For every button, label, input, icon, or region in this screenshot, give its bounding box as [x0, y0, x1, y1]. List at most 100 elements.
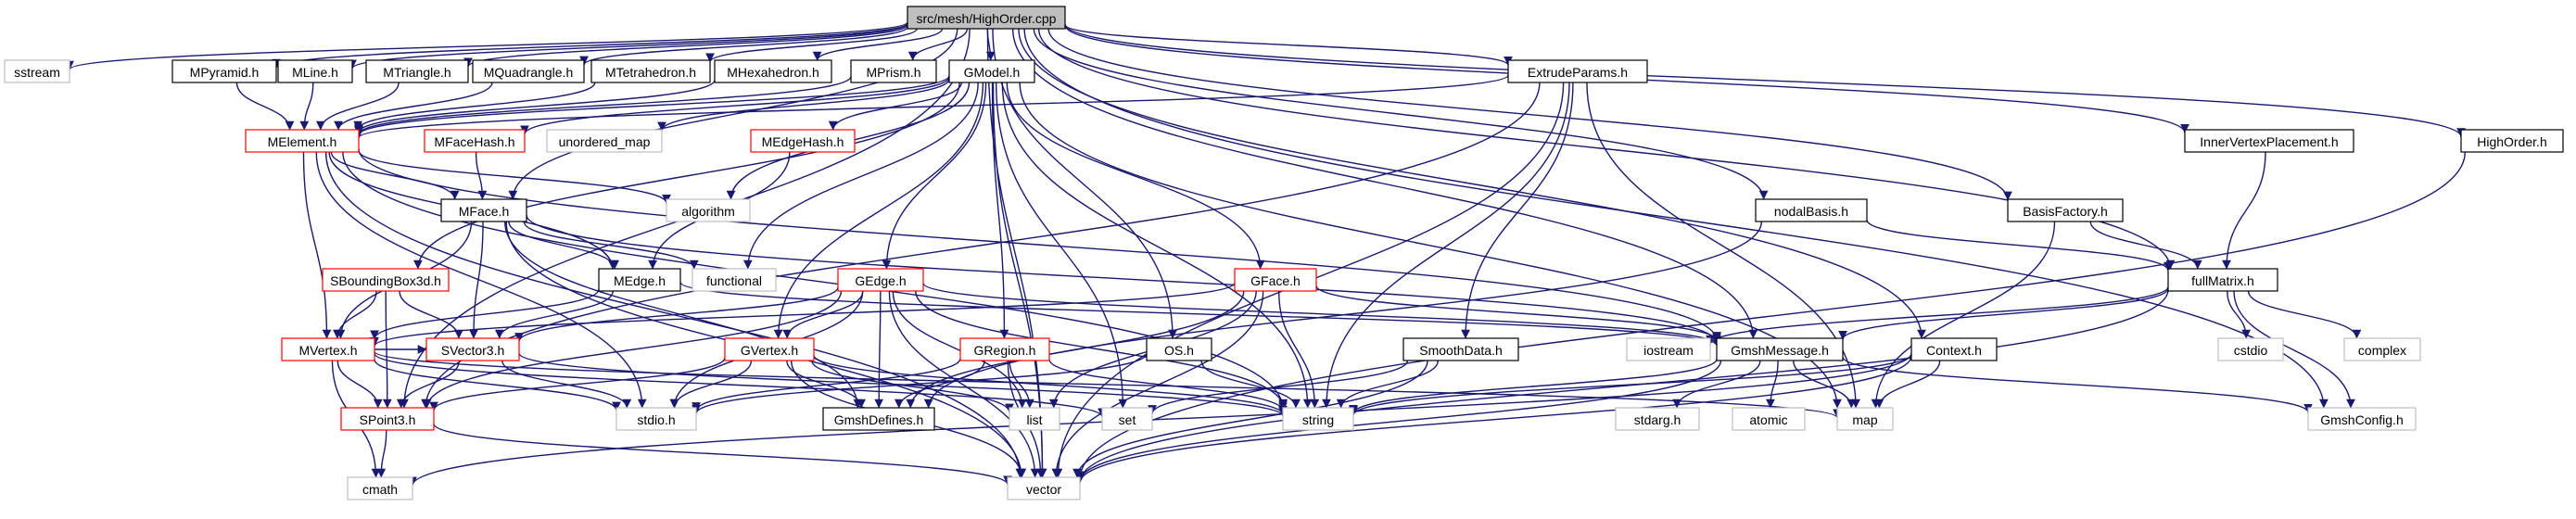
node-spoint3[interactable]: SPoint3.h	[340, 407, 435, 431]
edge-medge-to-svector3	[494, 290, 614, 339]
node-box-mtriangle[interactable]	[365, 59, 469, 83]
node-mquadrangle[interactable]: MQuadrangle.h	[472, 59, 585, 83]
node-box-nodalbasis[interactable]	[1755, 198, 1868, 222]
edge-mvertex-to-spoint3	[336, 360, 383, 409]
node-gvertex[interactable]: GVertex.h	[724, 337, 815, 361]
node-box-functional	[692, 268, 777, 292]
node-box-spoint3[interactable]	[340, 407, 435, 431]
node-smoothdata[interactable]: SmoothData.h	[1402, 337, 1519, 361]
edge-gregion-to-gmshdefines	[894, 360, 985, 409]
node-svector3[interactable]: SVector3.h	[425, 337, 520, 361]
node-box-mquadrangle[interactable]	[472, 59, 585, 83]
node-box-gvertex[interactable]	[724, 337, 815, 361]
edge-gedge-to-string	[915, 290, 1288, 409]
node-box-gregion[interactable]	[959, 337, 1050, 361]
node-box-basisfactory[interactable]	[2007, 198, 2124, 222]
node-gedge[interactable]: GEdge.h	[837, 268, 924, 292]
node-box-gedge[interactable]	[837, 268, 924, 292]
node-box-sboundingbox[interactable]	[322, 268, 450, 292]
node-sboundingbox[interactable]: SBoundingBox3d.h	[322, 268, 450, 292]
node-box-mvertex[interactable]	[281, 337, 375, 361]
node-label-mprism: MPrism.h	[866, 65, 920, 80]
node-root[interactable]: src/mesh/HighOrder.cpp	[907, 6, 1066, 30]
node-mpyramid[interactable]: MPyramid.h	[171, 59, 277, 83]
node-box-mline[interactable]	[277, 59, 353, 83]
edge-root-to-mquadrangle	[579, 26, 908, 66]
node-label-gmshdefines: GmshDefines.h	[834, 412, 923, 427]
node-mvertex[interactable]: MVertex.h	[281, 337, 375, 361]
node-mtriangle[interactable]: MTriangle.h	[365, 59, 469, 83]
node-gregion[interactable]: GRegion.h	[959, 337, 1050, 361]
node-label-mtriangle: MTriangle.h	[383, 65, 450, 80]
edge-fullmatrix-to-iostream	[1706, 286, 2169, 345]
node-box-melement[interactable]	[245, 129, 360, 153]
node-mline[interactable]: MLine.h	[277, 59, 353, 83]
node-box-mfacehash[interactable]	[424, 129, 526, 153]
node-box-context[interactable]	[1910, 337, 1998, 361]
node-gface[interactable]: GFace.h	[1234, 268, 1317, 292]
edge-fullmatrix-to-vector	[1075, 289, 2169, 483]
edge-root-to-mpyramid	[272, 22, 908, 69]
node-fullmatrix[interactable]: fullMatrix.h	[2167, 268, 2278, 292]
node-gmshmessage[interactable]: GmshMessage.h	[1716, 337, 1844, 361]
node-mtetrahedron[interactable]: MTetrahedron.h	[590, 59, 711, 83]
node-basisfactory[interactable]: BasisFactory.h	[2007, 198, 2124, 222]
node-box-medgehash[interactable]	[750, 129, 856, 153]
node-box-extrudeparams[interactable]	[1507, 59, 1648, 83]
node-melement[interactable]: MElement.h	[245, 129, 360, 153]
edge-gedge-to-gmshmessage	[922, 282, 1721, 346]
edge-nodalbasis-to-fullmatrix	[1866, 219, 2173, 272]
edge-mquadrangle-to-melement	[334, 82, 493, 131]
node-box-algorithm	[666, 198, 751, 222]
node-medge[interactable]: MEdge.h	[598, 268, 681, 292]
node-box-gmshmessage[interactable]	[1716, 337, 1844, 361]
node-cmath: cmath	[347, 476, 413, 500]
node-box-svector3[interactable]	[425, 337, 520, 361]
node-highorder[interactable]: HighOrder.h	[2460, 129, 2564, 153]
edge-root-to-mface	[508, 28, 958, 200]
edge-fullmatrix-to-gmshmessage	[1838, 287, 2169, 340]
node-mhexahedron[interactable]: MHexahedron.h	[714, 59, 832, 83]
edge-mvertex-to-stdio	[374, 359, 621, 411]
node-map: map	[1836, 407, 1894, 431]
node-gmodel[interactable]: GModel.h	[948, 59, 1035, 83]
node-box-gmodel[interactable]	[948, 59, 1035, 83]
node-gmshdefines[interactable]: GmshDefines.h	[822, 407, 935, 431]
node-box-gface[interactable]	[1234, 268, 1317, 292]
node-label-stdarg: stdarg.h	[1634, 412, 1681, 427]
edge-gmodel-to-string	[1001, 82, 1313, 409]
node-medgehash[interactable]: MEdgeHash.h	[750, 129, 856, 153]
node-box-mpyramid[interactable]	[171, 59, 277, 83]
edge-context-to-map	[1874, 360, 1941, 409]
node-box-set	[1101, 407, 1153, 431]
node-box-highorder[interactable]	[2460, 129, 2564, 153]
node-label-cstdio: cstdio	[2234, 343, 2268, 358]
node-osh[interactable]: OS.h	[1146, 337, 1212, 361]
node-box-mtetrahedron[interactable]	[590, 59, 711, 83]
node-context[interactable]: Context.h	[1910, 337, 1998, 361]
node-nodalbasis[interactable]: nodalBasis.h	[1755, 198, 1868, 222]
node-mfacehash[interactable]: MFaceHash.h	[424, 129, 526, 153]
node-box-mprism[interactable]	[850, 59, 937, 83]
node-mface[interactable]: MFace.h	[440, 198, 527, 222]
node-mprism[interactable]: MPrism.h	[850, 59, 937, 83]
edge-gmshmessage-to-string	[1349, 358, 1718, 414]
node-box-mface[interactable]	[440, 198, 527, 222]
edge-svector3-to-spoint3	[396, 360, 460, 409]
node-box-mhexahedron[interactable]	[714, 59, 832, 83]
node-box-smoothdata[interactable]	[1402, 337, 1519, 361]
node-innervertex[interactable]: InnerVertexPlacement.h	[2184, 129, 2354, 153]
node-box-medge[interactable]	[598, 268, 681, 292]
node-atomic: atomic	[1732, 407, 1806, 431]
node-box-osh[interactable]	[1146, 337, 1212, 361]
edge-mvertex-to-map	[374, 350, 1842, 419]
node-box-innervertex[interactable]	[2184, 129, 2354, 153]
node-box-complex	[2343, 337, 2421, 361]
node-box-gmshdefines[interactable]	[822, 407, 935, 431]
node-extrudeparams[interactable]: ExtrudeParams.h	[1507, 59, 1648, 83]
node-box-root[interactable]	[907, 6, 1066, 30]
node-box-fullmatrix[interactable]	[2167, 268, 2278, 292]
node-label-sboundingbox: SBoundingBox3d.h	[330, 273, 441, 288]
edge-root-to-mprism	[907, 28, 969, 61]
